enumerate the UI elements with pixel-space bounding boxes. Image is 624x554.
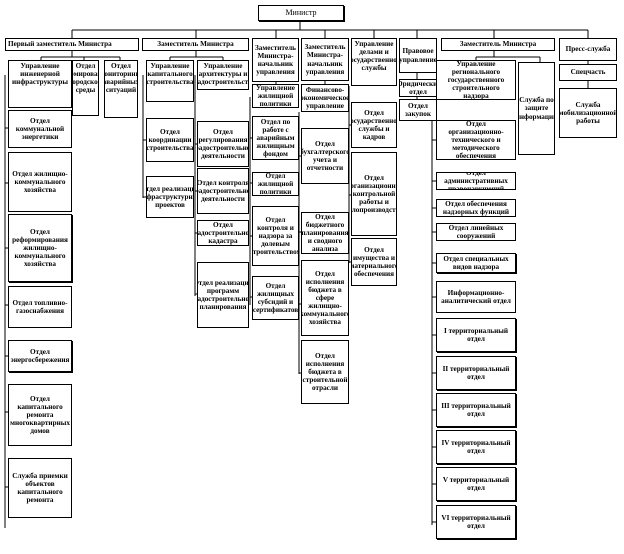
dept-communal-energy: Отдел коммунальной энергетики [8, 110, 72, 148]
minister-box: Министр [258, 5, 344, 21]
territorial-dept-2: II территориальный отдел [436, 356, 516, 390]
first-deputy-minister-head: Первый заместитель Министра [5, 38, 139, 51]
dept-budget-construction: Отдел исполнения бюджета в строительной … [301, 340, 349, 404]
dept-civil-service-personnel: Отдел государственной службы и кадров [351, 102, 397, 148]
territorial-dept-3: III территориальный отдел [436, 393, 516, 427]
dept-finance-economic: Финансово-экономическое управление [301, 84, 349, 112]
dept-urban-cadastre: Отдел градостроительного кадастра [197, 220, 249, 246]
dept-property-logistics: Отдел имущества и материального обеспече… [351, 238, 397, 286]
deputy-minister-finance-head: Заместитель Министра-начальник управлени… [301, 38, 349, 81]
dept-budget-planning: Отдел бюджетного планирования и сводного… [301, 212, 349, 254]
dept-capital-repair: Отдел капитального ремонта многоквартирн… [8, 384, 72, 446]
dept-information-analytics: Информационно-аналитический отдел [436, 281, 516, 313]
dept-shared-construction-control: Отдел контроля и надзора за долевым стро… [252, 206, 299, 266]
dept-procurement: Отдел закупок [399, 99, 437, 121]
dept-architecture-urban-planning: Управление архитектуры и градостроительс… [197, 60, 249, 90]
dept-accounting: Отдел бухгалтерского учета и отчетности [301, 128, 349, 184]
dept-organizational-technical-support: Отдел организационно-технического и мето… [436, 120, 516, 160]
dept-housing-policy-management: Управление жилищной политики [252, 84, 299, 108]
dept-legal: Юридический отдел [399, 79, 437, 97]
dept-regional-construction-supervision: Управление регионального государственног… [436, 60, 516, 100]
dept-fuel-gas-supply: Отдел топливно-газоснабжения [8, 286, 72, 328]
territorial-dept-5: V территориальный отдел [436, 467, 516, 501]
deputy-minister-construction-head: Заместитель Министра [142, 38, 249, 51]
dept-special-supervision: Отдел специальных видов надзора [436, 253, 516, 273]
dept-urban-control: Отдел контроля градостроительной деятель… [197, 168, 249, 214]
dept-emergency-housing: Отдел по работе с аварийным жилищным фон… [252, 116, 299, 160]
dept-organizational-control: Отдел организационно-контрольной работы … [351, 152, 397, 236]
press-service: Пресс-служба [559, 38, 617, 61]
territorial-dept-6: VI территориальный отдел [436, 505, 516, 539]
dept-legal-management: Правовое управление [399, 38, 437, 73]
dept-supervisory-functions: Отдел обеспечения надзорных функций [436, 199, 516, 217]
dept-emergency-monitoring: Отдел мониторинга аварийных ситуаций [104, 60, 138, 118]
dept-energy-saving: Отдел энергосбережения [8, 340, 72, 372]
dept-administrative-offenses: Отдел административных правонарушений [436, 172, 516, 190]
dept-housing-policy: Отдел жилищной политики [252, 172, 299, 196]
deputy-minister-housing-head: Заместитель Министра-начальник управлени… [252, 38, 299, 82]
dept-affairs-civil-service: Управление делами и государственной служ… [351, 38, 397, 86]
deputy-minister-supervision-head: Заместитель Министра [441, 38, 555, 51]
dept-infrastructure-projects: Отдел реализации инфраструктурных проект… [146, 176, 194, 218]
territorial-dept-1: I территориальный отдел [436, 318, 516, 352]
dept-linear-structures: Отдел линейных сооружений [436, 223, 516, 241]
territorial-dept-4: IV территориальный отдел [436, 430, 516, 464]
dept-urban-planning-programs: Отдел реализации программ градостроитель… [197, 262, 249, 328]
dept-construction-coordination: Отдел координации строительства [146, 118, 194, 162]
service-repair-acceptance: Служба приемки объектов капитального рем… [8, 458, 72, 518]
dept-housing-subsidies: Отдел жилищных субсидий и сертификатов [252, 276, 299, 320]
dept-housing-communal-economy: Отдел жилищно-коммунального хозяйства [8, 152, 72, 212]
dept-capital-construction: Управление капитального строительства [146, 60, 194, 102]
dept-urban-regulation: Отдел регулирования градостроительной де… [197, 121, 249, 167]
service-mobilization-work: Служба мобилизационной работы [559, 88, 617, 138]
dept-housing-reform: Отдел реформирования жилищно-коммунально… [8, 214, 72, 282]
service-information-protection: Служба по защите информации [518, 62, 555, 155]
dept-urban-environment: Отдел формирования городской среды [72, 60, 99, 116]
special-unit: Спецчасть [559, 64, 617, 81]
dept-engineering-infrastructure: Управление инженерной инфраструктуры [8, 60, 72, 108]
dept-budget-housing: Отдел исполнения бюджета в сфере жилищно… [301, 260, 349, 336]
